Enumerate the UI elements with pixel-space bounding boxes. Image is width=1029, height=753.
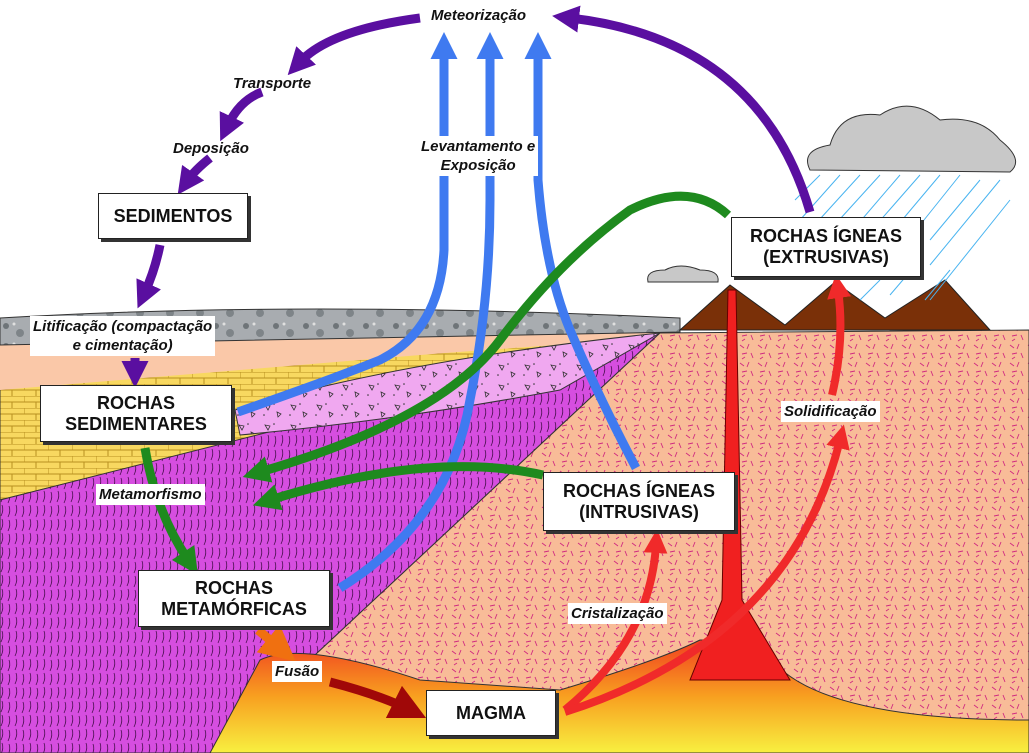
igneous-arrows xyxy=(562,274,851,716)
box-sediments: SEDIMENTOS xyxy=(98,193,248,239)
box-intrusive-igneous-rocks: ROCHAS ÍGNEAS (INTRUSIVAS) xyxy=(543,472,735,531)
label-lithification: Litificação (compactação e cimentação) xyxy=(30,316,216,356)
label-crystallization: Cristalização xyxy=(568,603,667,624)
label-weathering: Meteorização xyxy=(431,7,527,24)
label-uplift: Levantamento e Exposição xyxy=(418,136,539,176)
magma-chamber xyxy=(209,639,1029,753)
label-solidification: Solidificação xyxy=(781,401,880,422)
label-transport: Transporte xyxy=(233,75,312,92)
box-metamorphic-rocks: ROCHAS METAMÓRFICAS xyxy=(138,570,330,627)
box-magma: MAGMA xyxy=(426,690,556,736)
small-cloud-icon xyxy=(647,265,719,283)
volcanic-vent xyxy=(689,289,791,681)
cloud-icon xyxy=(807,105,1017,173)
box-extrusive-igneous-rocks: ROCHAS ÍGNEAS (EXTRUSIVAS) xyxy=(731,217,921,277)
igneous-rock-region xyxy=(209,329,1029,753)
weathering-arrows xyxy=(121,5,815,388)
volcano-mountains xyxy=(678,279,992,331)
uplift-arrows xyxy=(236,32,640,592)
label-melting: Fusão xyxy=(272,661,323,682)
label-metamorphism: Metamorfismo xyxy=(96,484,205,505)
box-sedimentary-rocks: ROCHAS SEDIMENTARES xyxy=(40,385,232,442)
metamorphism-arrows xyxy=(140,191,732,576)
label-deposition: Deposição xyxy=(173,140,249,157)
magma-arrow xyxy=(328,677,427,719)
melting-arrow xyxy=(255,624,296,662)
